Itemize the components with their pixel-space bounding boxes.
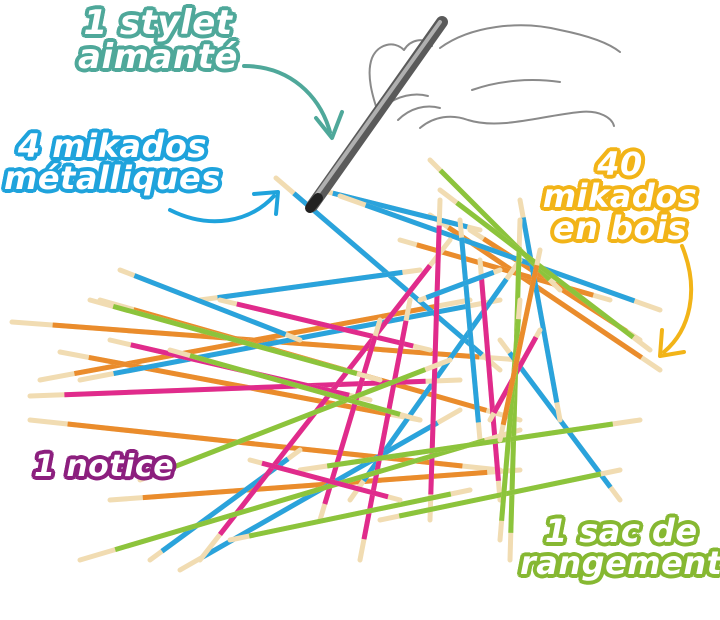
arrow-icon (662, 244, 694, 354)
mikado-stick-icon (114, 438, 486, 552)
mikado-stick-icon (112, 303, 358, 377)
mikado-stick-icon (52, 322, 480, 360)
mikado-stick-icon (361, 320, 409, 540)
label-notice-line1: 1 notice (34, 449, 175, 484)
label-notice: 1 notice (34, 452, 174, 482)
mikado-stick-icon (261, 460, 389, 500)
mikado-stick-icon (217, 269, 403, 301)
label-wood-mikados: 40 mikados en bois (520, 148, 720, 244)
arrow-icon (242, 64, 332, 134)
mikado-stick-icon (133, 273, 287, 337)
hand-with-stylus-icon (368, 24, 621, 129)
arrow-icon (658, 328, 686, 358)
mikado-stick-icon (459, 237, 481, 423)
mikado-stick-icon (425, 270, 495, 300)
mikado-stick-icon (447, 225, 643, 360)
label-metal-mikados: 4 mikados métalliques (4, 130, 221, 194)
mikado-stick-icon (64, 378, 426, 398)
mikado-stick-icon (163, 367, 427, 473)
label-metal-line1: 4 mikados (17, 127, 207, 165)
mikado-stick-icon (398, 471, 602, 519)
mikado-stick-icon (479, 278, 501, 482)
mikado-stick-icon (326, 421, 614, 469)
label-bois-line2: en bois (552, 209, 688, 247)
label-stylet-line1: 1 stylet (83, 3, 233, 43)
arrow-icon (168, 194, 276, 224)
mikado-stick-icon (500, 264, 540, 426)
label-sac-line1: 1 sac de (544, 512, 698, 550)
label-metal-line2: métalliques (4, 159, 221, 197)
mikado-stick-icon (499, 318, 521, 522)
mikado-stick-icon (520, 217, 560, 403)
label-stylet-line2: aimanté (78, 37, 238, 77)
mikado-stick-icon (236, 301, 414, 349)
mikado-stick-icon (455, 200, 635, 340)
mikado-stick-icon (67, 421, 463, 469)
label-bois-line1: 40 mikados (542, 145, 698, 215)
mikado-stick-icon (248, 491, 452, 539)
magnetic-stylus (305, 16, 448, 213)
arrow-icon (252, 190, 280, 216)
mikado-stick-icon (218, 264, 432, 536)
mikado-stick-icon (364, 202, 636, 304)
mikado-stick-icon (189, 353, 401, 417)
arrow-icon (314, 110, 344, 140)
label-storage-bag: 1 sac de rangement (520, 515, 720, 579)
mikado-stick-icon (322, 335, 378, 505)
mikado-sticks-pile (9, 157, 663, 573)
label-stylet: 1 stylet aimanté (78, 6, 238, 74)
label-sac-line2: rangement (520, 544, 720, 582)
mikado-stick-icon (73, 303, 437, 377)
